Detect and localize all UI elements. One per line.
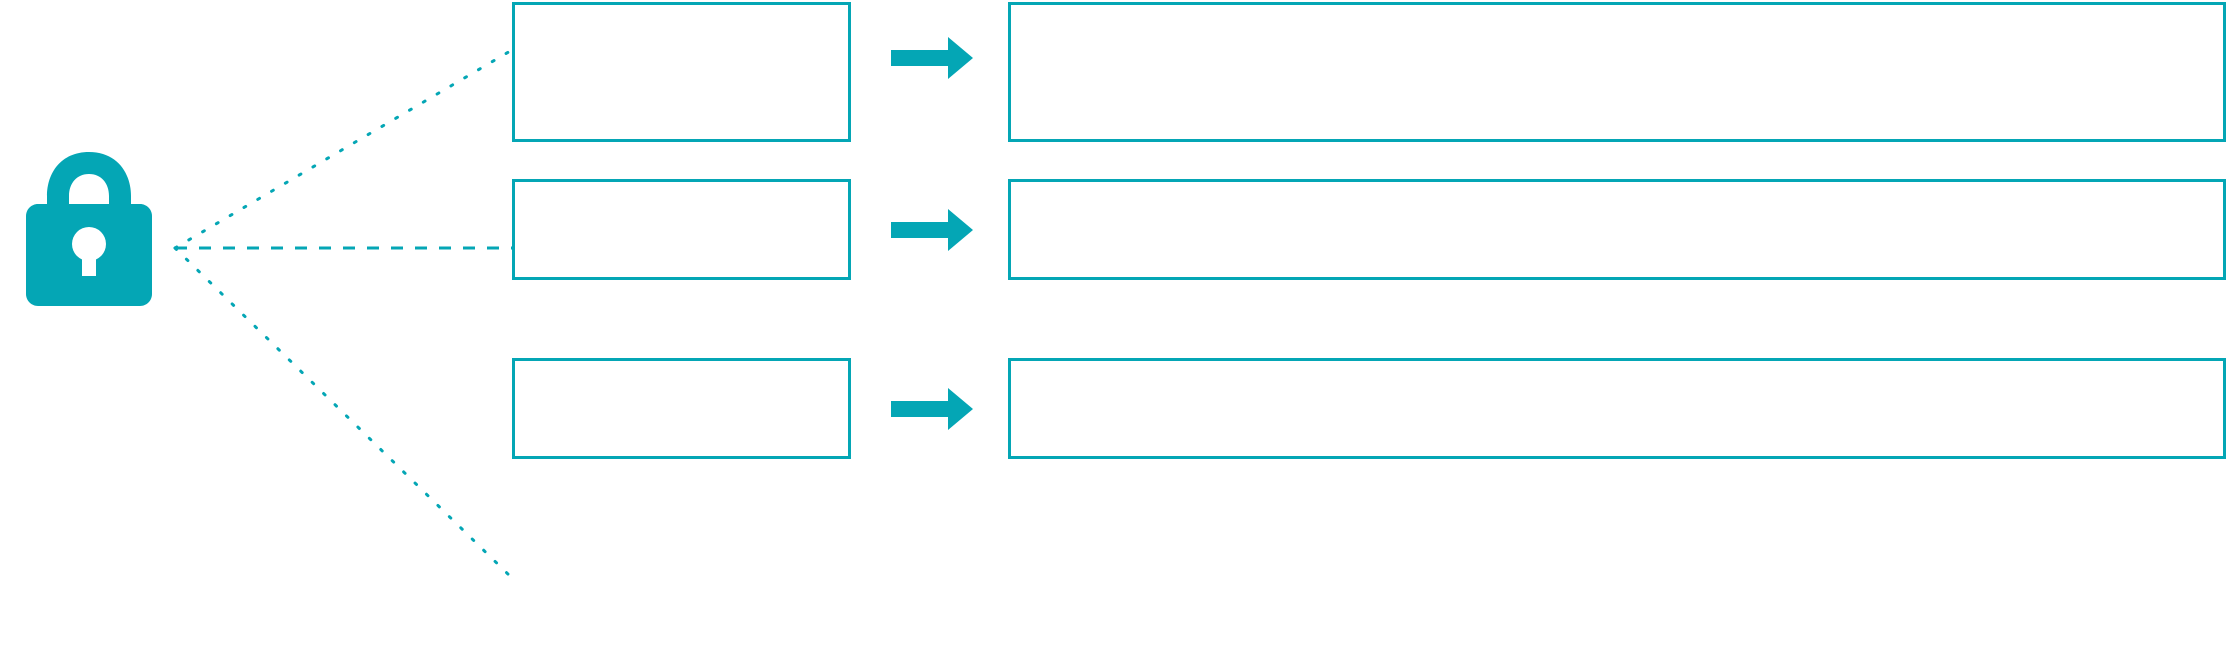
cause-box-text [515, 182, 848, 202]
cause-box-text [515, 361, 848, 381]
effect-box-text [1011, 5, 2223, 25]
cause-box[interactable] [512, 2, 851, 142]
effect-box-text [1011, 182, 2223, 202]
connector-line-row-1 [173, 48, 514, 250]
padlock-icon [26, 152, 152, 306]
arrow-right-icon [891, 388, 973, 430]
connector-line-row-3 [173, 246, 514, 580]
arrow-right-icon [891, 37, 973, 79]
effect-box[interactable] [1008, 2, 2226, 142]
effect-box[interactable] [1008, 358, 2226, 459]
cause-box[interactable] [512, 179, 851, 280]
cause-box[interactable] [512, 358, 851, 459]
effect-box[interactable] [1008, 179, 2226, 280]
effect-box-text [1011, 361, 2223, 381]
arrow-right-icon [891, 209, 973, 251]
cause-box-text [515, 5, 848, 25]
